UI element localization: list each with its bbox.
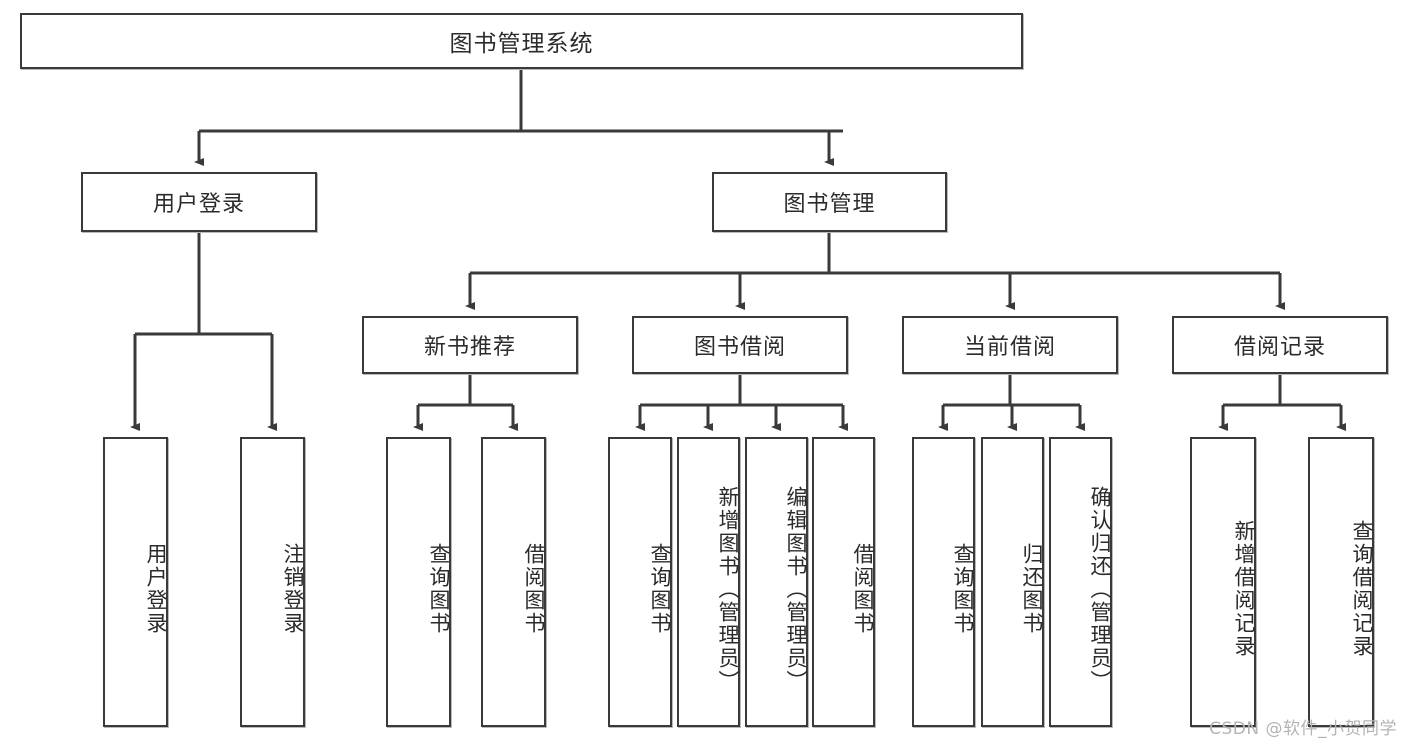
leaf-label: 查询图书 — [427, 543, 451, 635]
leaf-label: 查询图书 — [951, 543, 975, 635]
node-new-book-recommend[interactable]: 新书推荐 — [362, 316, 578, 374]
node-borrow-record[interactable]: 借阅记录 — [1172, 316, 1388, 374]
leaf-label: 归还图书 — [1020, 543, 1044, 635]
leaf-add-borrow-record[interactable]: 新增借阅记录 — [1190, 437, 1256, 727]
node-book-management[interactable]: 图书管理 — [712, 172, 947, 232]
leaf-label: 新增借阅记录 — [1232, 520, 1256, 658]
node-current-borrow[interactable]: 当前借阅 — [902, 316, 1118, 374]
leaf-label: 编辑图书（管理员） — [784, 485, 808, 693]
node-user-login[interactable]: 用户登录 — [81, 172, 317, 232]
leaf-label: 确认归还（管理员） — [1088, 485, 1112, 693]
leaf-label: 用户登录 — [144, 543, 168, 635]
leaf-query-borrow-record[interactable]: 查询借阅记录 — [1308, 437, 1374, 727]
csdn-watermark: CSDN @软件_小贺同学 — [1209, 719, 1397, 739]
leaf-label: 注销登录 — [281, 543, 305, 635]
leaf-add-book-admin[interactable]: 新增图书（管理员） — [677, 437, 740, 727]
leaf-label: 查询图书 — [648, 543, 672, 635]
leaf-query-book-current[interactable]: 查询图书 — [912, 437, 975, 727]
node-book-borrow[interactable]: 图书借阅 — [632, 316, 848, 374]
leaf-logout-login[interactable]: 注销登录 — [240, 437, 305, 727]
leaf-user-login[interactable]: 用户登录 — [103, 437, 168, 727]
leaf-confirm-return-admin[interactable]: 确认归还（管理员） — [1049, 437, 1112, 727]
leaf-label: 借阅图书 — [851, 543, 875, 635]
node-root-system[interactable]: 图书管理系统 — [20, 13, 1023, 69]
leaf-label: 新增图书（管理员） — [716, 485, 740, 693]
leaf-query-book-recommend[interactable]: 查询图书 — [386, 437, 451, 727]
leaf-borrow-book[interactable]: 借阅图书 — [812, 437, 875, 727]
leaf-label: 查询借阅记录 — [1350, 520, 1374, 658]
leaf-label: 借阅图书 — [522, 543, 546, 635]
leaf-edit-book-admin[interactable]: 编辑图书（管理员） — [745, 437, 808, 727]
leaf-return-book[interactable]: 归还图书 — [981, 437, 1044, 727]
leaf-query-book-borrow[interactable]: 查询图书 — [608, 437, 672, 727]
leaf-borrow-book-recommend[interactable]: 借阅图书 — [481, 437, 546, 727]
